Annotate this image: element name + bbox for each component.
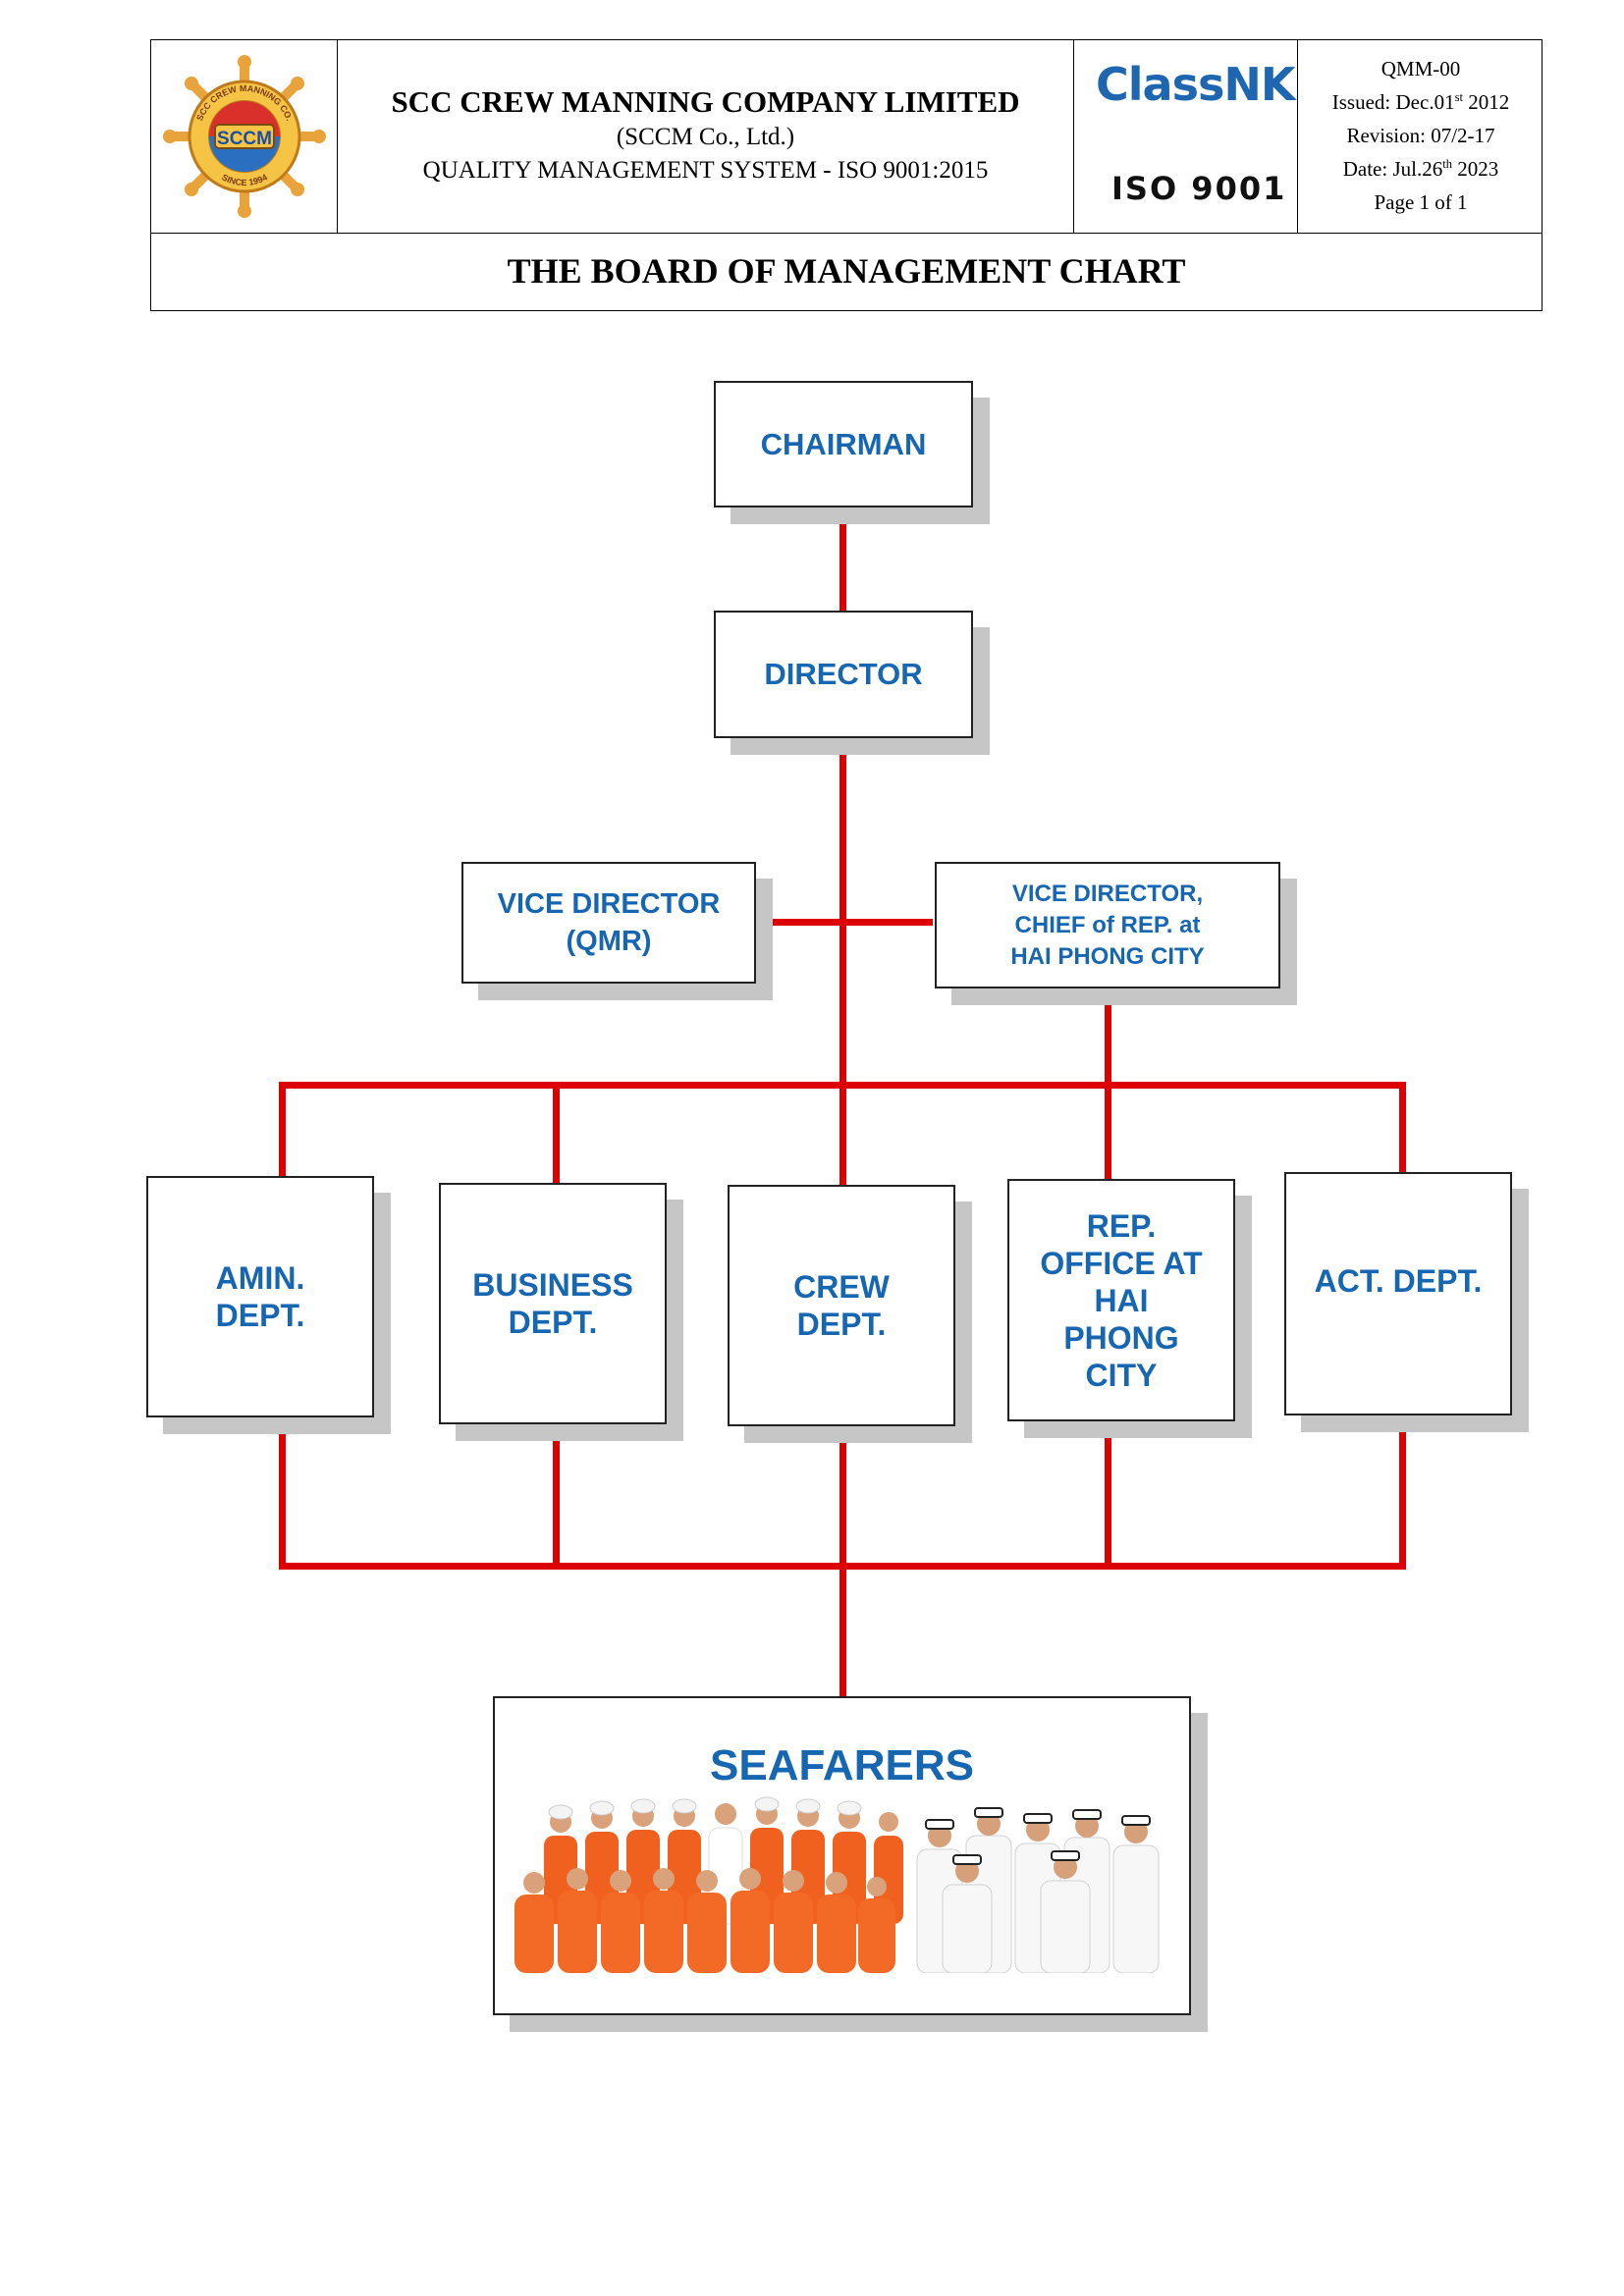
revision: Revision: 07/2-17: [1346, 124, 1495, 147]
seafarers-box: SEAFARERS: [493, 1696, 1191, 2015]
business-dept-line-1: BUSINESS: [472, 1267, 633, 1303]
seafarers-crew-photo: [514, 1796, 1159, 1973]
vice-hp-line-2: CHIEF of REP. at: [1014, 911, 1201, 938]
connector-rise-rep: [1105, 1418, 1111, 1570]
business-dept-line-2: DEPT.: [508, 1305, 598, 1340]
document-date: Date: Jul.26th 2023: [1342, 157, 1499, 181]
connector-vice-directors: [754, 919, 933, 926]
rep-office-line-2: OFFICE AT: [1040, 1245, 1203, 1281]
connector-vice-hp-down: [1105, 987, 1111, 1088]
connector-drop-business: [553, 1082, 560, 1184]
document-header: SCCM SCC CREW MANNING CO. SINCE 1994 SCC…: [150, 39, 1543, 311]
header-top-row: SCCM SCC CREW MANNING CO. SINCE 1994 SCC…: [151, 40, 1542, 234]
vice-director-qmr-box: VICE DIRECTOR (QMR): [461, 862, 756, 984]
act-dept-label: ACT. DEPT.: [1314, 1263, 1483, 1299]
sccm-logo: SCCM SCC CREW MANNING CO. SINCE 1994: [163, 55, 326, 218]
document-info-cell: QMM-00 Issued: Dec.01st 2012 Revision: 0…: [1298, 40, 1543, 233]
connector-main-trunk: [839, 736, 846, 1186]
chart-title: THE BOARD OF MANAGEMENT CHART: [507, 251, 1186, 291]
connector-drop-amin: [279, 1082, 286, 1176]
connector-bottom-bus: [279, 1563, 1406, 1570]
connector-chairman-director: [839, 506, 846, 611]
connector-drop-act: [1399, 1082, 1406, 1172]
rep-office-box: REP. OFFICE AT HAI PHONG CITY: [1007, 1179, 1235, 1421]
vice-qmr-line-2: (QMR): [566, 926, 652, 957]
amin-dept-line-1: AMIN.: [215, 1260, 305, 1296]
certification-cell: ClassNK ISO 9001: [1074, 40, 1298, 233]
amin-dept-line-2: DEPT.: [215, 1298, 305, 1333]
page-number: Page 1 of 1: [1374, 190, 1468, 214]
act-dept-box: ACT. DEPT.: [1284, 1172, 1512, 1415]
crew-dept-line-2: DEPT.: [796, 1307, 887, 1342]
vice-hp-line-3: HAI PHONG CITY: [1010, 942, 1205, 970]
vice-hp-line-1: VICE DIRECTOR,: [1011, 880, 1204, 907]
logo-cell: SCCM SCC CREW MANNING CO. SINCE 1994: [151, 40, 338, 233]
connector-rise-business: [553, 1421, 560, 1570]
connector-top-bus: [279, 1082, 1406, 1089]
vice-qmr-line-1: VICE DIRECTOR: [497, 888, 721, 920]
logo-ring-bottom-text: SINCE 1994: [220, 172, 269, 187]
chairman-label: CHAIRMAN: [760, 426, 927, 461]
rep-office-line-4: PHONG: [1063, 1319, 1179, 1356]
crew-dept-line-1: CREW: [793, 1269, 890, 1305]
connector-rise-act: [1399, 1412, 1406, 1570]
svg-text:SINCE 1994: SINCE 1994: [220, 172, 269, 187]
seafarers-label: SEAFARERS: [710, 1741, 974, 1789]
company-name: SCC CREW MANNING COMPANY LIMITED: [391, 84, 1020, 119]
document-code: QMM-00: [1380, 57, 1461, 80]
logo-center-text: SCCM: [217, 129, 272, 149]
quality-system-label: QUALITY MANAGEMENT SYSTEM - ISO 9001:201…: [422, 157, 989, 184]
company-abbreviation: (SCCM Co., Ltd.): [616, 124, 795, 150]
director-label: DIRECTOR: [764, 657, 923, 691]
connector-rise-amin: [279, 1414, 286, 1570]
crew-dept-box: CREW DEPT.: [728, 1185, 955, 1426]
company-cell: SCC CREW MANNING COMPANY LIMITED (SCCM C…: [338, 40, 1074, 233]
connector-rise-crew: [839, 1423, 846, 1696]
connector-drop-rep: [1105, 1082, 1111, 1180]
amin-dept-box: AMIN. DEPT.: [146, 1176, 374, 1417]
vice-director-haiphong-box: VICE DIRECTOR, CHIEF of REP. at HAI PHON…: [935, 862, 1280, 988]
business-dept-box: BUSINESS DEPT.: [439, 1183, 667, 1424]
classnk-logo: ClassNK: [1096, 58, 1295, 111]
director-box: DIRECTOR: [714, 611, 973, 738]
issued-date: Issued: Dec.01st 2012: [1331, 90, 1510, 114]
rep-office-line-1: REP.: [1086, 1207, 1157, 1244]
rep-office-line-5: CITY: [1085, 1357, 1158, 1393]
iso-9001-mark: ISO 9001: [1111, 170, 1287, 207]
rep-office-line-3: HAI: [1094, 1282, 1149, 1318]
chairman-box: CHAIRMAN: [714, 381, 973, 507]
